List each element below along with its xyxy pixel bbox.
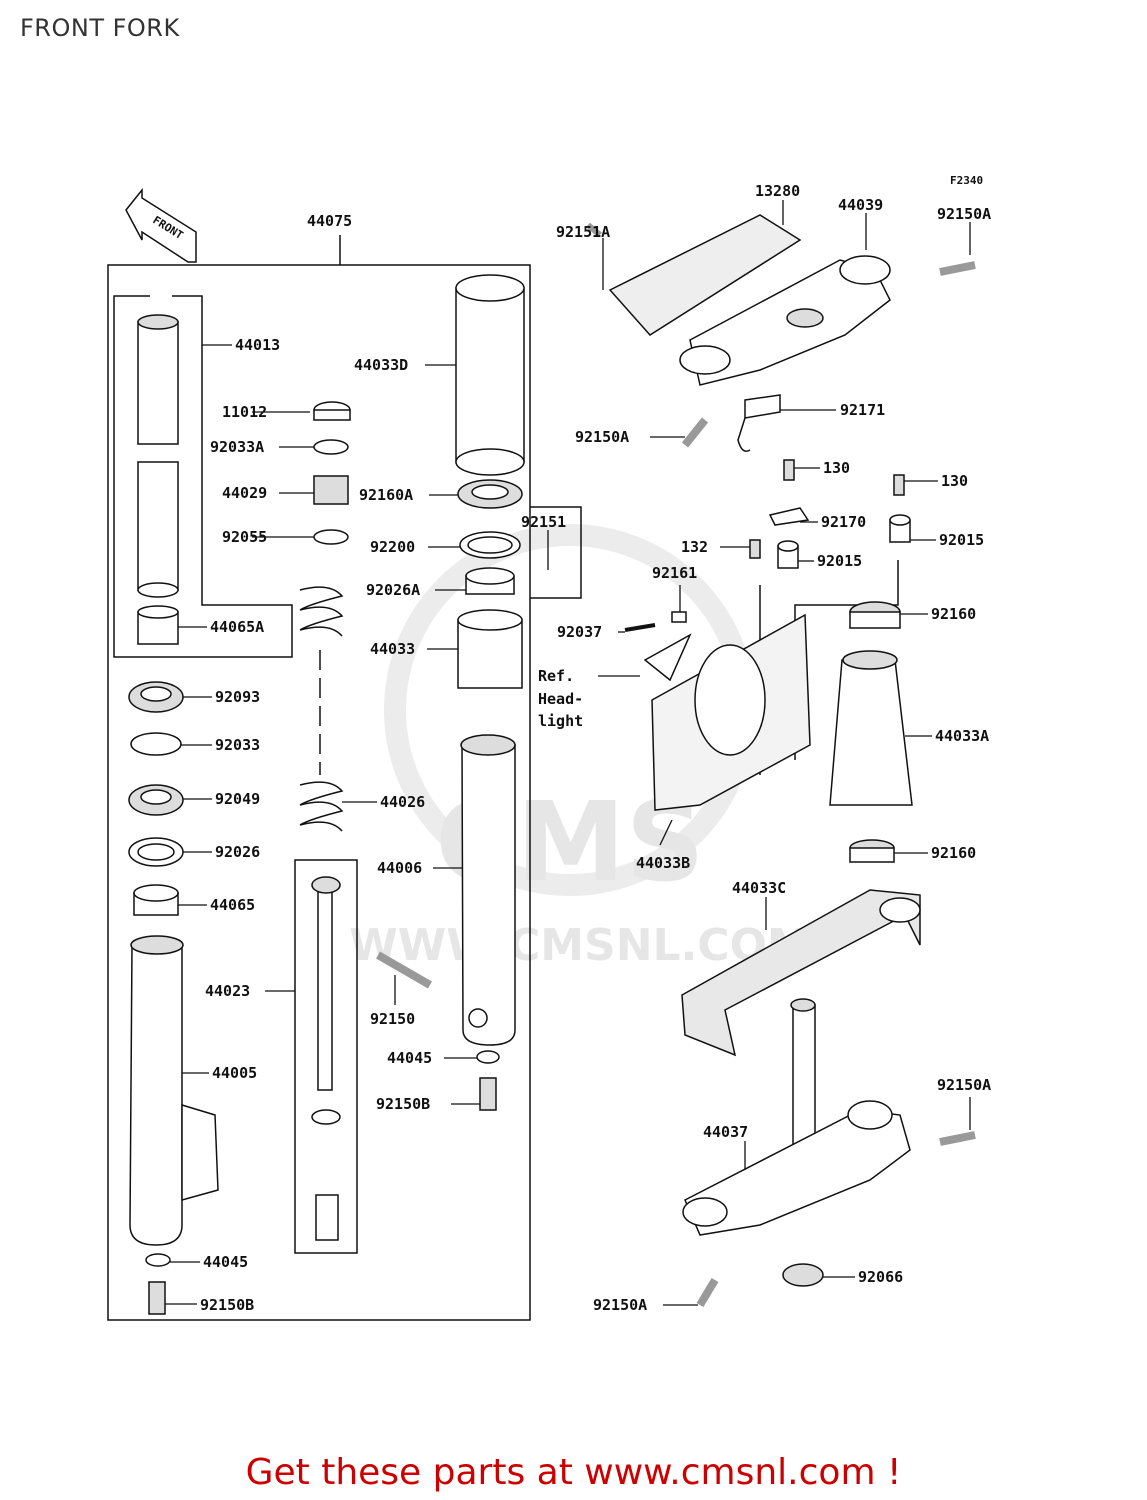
ref-note-line-1: Ref. bbox=[538, 667, 574, 685]
fork-assembly-box bbox=[107, 264, 531, 1321]
part-label-92151: 92151 bbox=[521, 513, 566, 531]
part-label-92160A: 92160A bbox=[359, 486, 413, 504]
figure-code: F2340 bbox=[950, 174, 983, 187]
part-label-92170: 92170 bbox=[821, 513, 866, 531]
part-label-44033B: 44033B bbox=[636, 854, 690, 872]
part-label-92161: 92161 bbox=[652, 564, 697, 582]
part-label-92150A-d: 92150A bbox=[593, 1296, 647, 1314]
part-label-44006: 44006 bbox=[377, 859, 422, 877]
part-label-44029: 44029 bbox=[222, 484, 267, 502]
part-label-92033: 92033 bbox=[215, 736, 260, 754]
part-label-92160: 92160 bbox=[931, 605, 976, 623]
part-label-44037: 44037 bbox=[703, 1123, 748, 1141]
part-label-92049: 92049 bbox=[215, 790, 260, 808]
part-label-92200: 92200 bbox=[370, 538, 415, 556]
part-label-92151A: 92151A bbox=[556, 223, 610, 241]
part-label-44013: 44013 bbox=[235, 336, 280, 354]
part-label-92150A-b: 92150A bbox=[575, 428, 629, 446]
part-label-92150B-b: 92150B bbox=[376, 1095, 430, 1113]
part-label-92015-b: 92015 bbox=[817, 552, 862, 570]
part-label-92171: 92171 bbox=[840, 401, 885, 419]
part-label-44039: 44039 bbox=[838, 196, 883, 214]
part-label-92150: 92150 bbox=[370, 1010, 415, 1028]
part-label-92055: 92055 bbox=[222, 528, 267, 546]
part-label-92150A: 92150A bbox=[937, 205, 991, 223]
part-label-44075: 44075 bbox=[307, 212, 352, 230]
part-label-92150A-c: 92150A bbox=[937, 1076, 991, 1094]
part-label-130-b: 130 bbox=[941, 472, 968, 490]
part-label-92026: 92026 bbox=[215, 843, 260, 861]
part-label-92066: 92066 bbox=[858, 1268, 903, 1286]
part-label-44065: 44065 bbox=[210, 896, 255, 914]
page-title: FRONT FORK bbox=[20, 14, 180, 42]
footer-link[interactable]: Get these parts at www.cmsnl.com ! bbox=[245, 1452, 902, 1493]
ref-note-line-2: Head- bbox=[538, 690, 583, 708]
part-label-132: 132 bbox=[681, 538, 708, 556]
part-label-44033D: 44033D bbox=[354, 356, 408, 374]
part-label-11012: 11012 bbox=[222, 403, 267, 421]
part-label-44033: 44033 bbox=[370, 640, 415, 658]
watermark-url: WWW.CMSNL.COM bbox=[349, 920, 811, 971]
parts-diagram: CMS WWW.CMSNL.COM FRONT bbox=[107, 174, 991, 1321]
part-label-44045-b: 44045 bbox=[387, 1049, 432, 1067]
part-label-44026: 44026 bbox=[380, 793, 425, 811]
part-label-92037: 92037 bbox=[557, 623, 602, 641]
part-label-44005: 44005 bbox=[212, 1064, 257, 1082]
part-label-92160-b: 92160 bbox=[931, 844, 976, 862]
part-label-44033C: 44033C bbox=[732, 879, 786, 897]
part-label-130: 130 bbox=[823, 459, 850, 477]
part-label-44065A: 44065A bbox=[210, 618, 264, 636]
part-label-92093: 92093 bbox=[215, 688, 260, 706]
part-label-44045: 44045 bbox=[203, 1253, 248, 1271]
ref-note-line-3: light bbox=[538, 712, 583, 730]
part-label-92033A: 92033A bbox=[210, 438, 264, 456]
part-label-92015: 92015 bbox=[939, 531, 984, 549]
part-label-44033A: 44033A bbox=[935, 727, 989, 745]
front-arrow-icon: FRONT bbox=[125, 187, 197, 263]
part-label-92026A: 92026A bbox=[366, 581, 420, 599]
part-label-13280: 13280 bbox=[755, 182, 800, 200]
part-label-92150B: 92150B bbox=[200, 1296, 254, 1314]
part-label-44023: 44023 bbox=[205, 982, 250, 1000]
